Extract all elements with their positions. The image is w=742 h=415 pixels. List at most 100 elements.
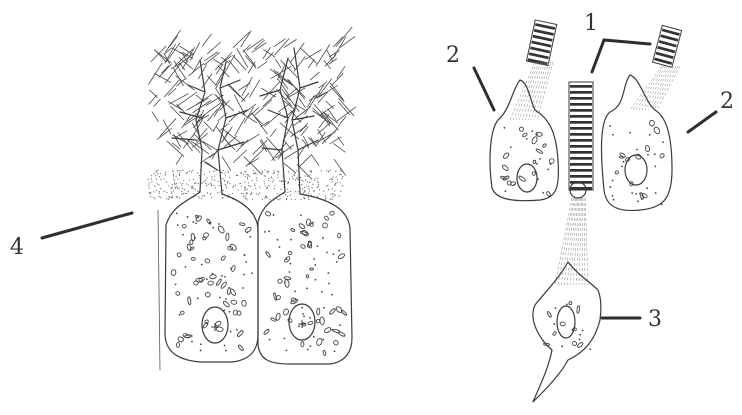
granule [300,215,302,217]
band-dot [181,191,182,192]
band-dot [247,199,248,200]
fibre [537,62,553,120]
organelle [518,175,526,182]
granule [224,276,226,278]
band-dot [318,182,319,183]
hatch-stroke [284,163,296,173]
band-dot [165,174,166,175]
organelle [615,170,619,174]
band-dot [337,179,338,180]
band-dot [173,174,174,175]
band-dot [302,188,303,189]
band-dot [229,183,230,184]
band-dot [218,185,219,186]
band-dot [157,183,158,184]
band-dot [273,180,274,181]
hatch-stroke [149,90,157,98]
band-dot [264,181,265,182]
band-dot [172,187,173,188]
band-dot [297,191,298,192]
hatch-stroke [228,60,239,73]
organelle [324,327,332,334]
band-dot [304,187,305,188]
leader-line-2-left [474,68,494,110]
band-dot [335,185,336,186]
organelle [338,331,346,337]
band-dot [305,185,306,186]
band-dot [206,185,207,186]
fibre [567,198,577,285]
granule [279,246,281,248]
organelle [206,218,211,224]
band-dot [251,192,252,193]
band-dot [199,175,200,176]
band-dot [277,177,278,178]
fibre [564,198,576,285]
band-dot [256,180,257,181]
granule [309,345,311,347]
granule [179,314,181,316]
band-dot [232,187,233,188]
band-dot [325,195,326,196]
hatch-stroke [152,112,159,122]
band-dot [237,175,238,176]
band-dot [271,178,272,179]
band-dot [295,191,296,192]
band-dot [286,198,287,199]
organelle [298,223,305,230]
band-dot [308,196,309,197]
granule [338,250,340,252]
band-dot [340,174,341,175]
band-dot [329,179,330,180]
band-dot [176,196,177,197]
left-nucleolus: + [210,320,220,334]
band-dot [179,197,180,198]
band-dot [302,180,303,181]
band-dot [310,171,311,172]
hatch-stroke [204,52,220,65]
granule [623,161,625,163]
band-dot [276,198,277,199]
granule [195,222,197,224]
hatch-stroke [157,128,172,139]
band-dot [300,177,301,178]
granule [200,343,202,345]
band-dot [215,187,216,188]
hatch-stroke [327,50,333,61]
fibre [561,198,574,285]
band-dot [210,182,211,183]
fibre [516,62,539,120]
band-dot [334,194,335,195]
granule [635,193,637,195]
organelle [320,317,325,325]
fibre [648,66,674,110]
band-dot [237,189,238,190]
granule [654,166,656,168]
hatch-stroke [311,154,319,165]
granule [323,307,325,309]
cilium-stripe [570,97,592,100]
band-dot [189,170,190,171]
organelle [273,293,277,301]
label-4: 4 [10,235,24,260]
organelle [519,126,525,132]
organelle [522,132,528,137]
granule [661,203,663,205]
granule [531,130,533,132]
band-dot [252,180,253,181]
band-dot [337,182,338,183]
band-dot [267,172,268,173]
granule [612,195,614,197]
band-dot [268,171,269,172]
granule [339,324,341,326]
hatch-stroke [338,137,344,145]
band-dot [295,180,296,181]
band-dot [327,185,328,186]
granule [242,287,244,289]
hatch-stroke [318,79,332,97]
band-dot [187,172,188,173]
granule [328,283,330,285]
band-dot [304,198,305,199]
band-dot [341,178,342,179]
label-1: 1 [584,11,598,36]
